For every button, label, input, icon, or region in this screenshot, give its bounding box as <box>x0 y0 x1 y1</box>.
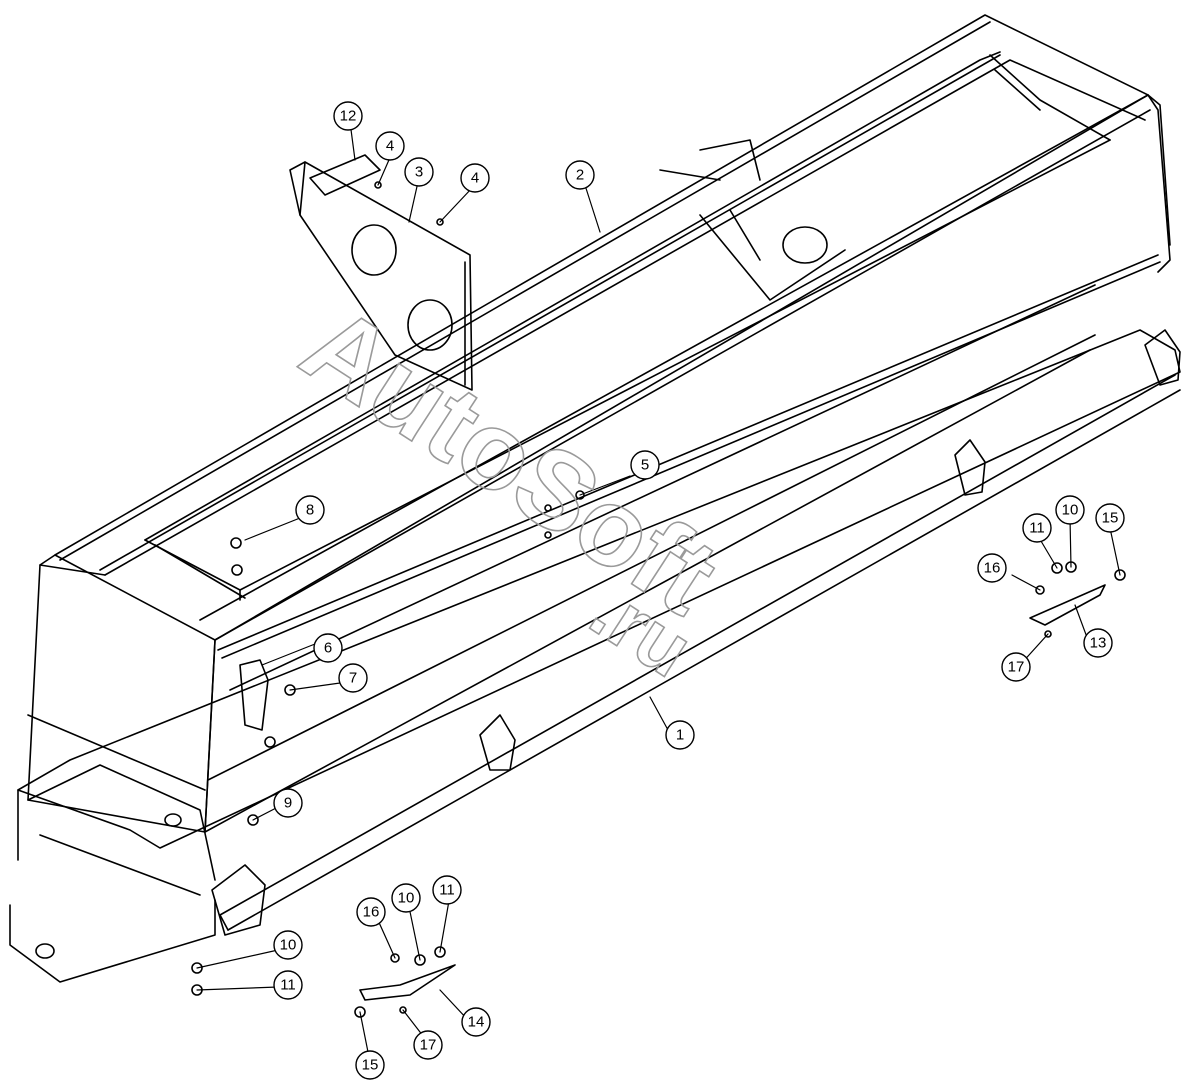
callout-10b: 10 <box>273 930 303 960</box>
callout-4a: 4 <box>375 131 405 161</box>
bracket-13 <box>1029 561 1126 638</box>
callout-11b: 11 <box>273 970 303 1000</box>
callout-10c: 10 <box>391 883 421 913</box>
callout-8: 8 <box>295 495 325 525</box>
svg-text:10: 10 <box>1062 502 1079 519</box>
svg-text:7: 7 <box>349 670 357 687</box>
svg-text:14: 14 <box>468 1014 485 1031</box>
svg-text:15: 15 <box>362 1057 379 1074</box>
callout-12: 12 <box>333 101 363 131</box>
callout-10a: 10 <box>1055 495 1085 525</box>
end-plate <box>289 154 473 391</box>
callout-2: 2 <box>565 160 595 190</box>
svg-text:10: 10 <box>398 890 415 907</box>
callout-16a: 16 <box>977 553 1007 583</box>
support-rail <box>211 329 1181 936</box>
main-box <box>27 14 1171 833</box>
callout-4b: 4 <box>460 163 490 193</box>
svg-text:9: 9 <box>284 795 292 812</box>
svg-text:15: 15 <box>1102 510 1119 527</box>
callout-11c: 11 <box>432 875 462 905</box>
svg-text:3: 3 <box>415 164 423 181</box>
callout-15b: 15 <box>355 1050 385 1080</box>
svg-text:11: 11 <box>1029 520 1045 537</box>
svg-text:2: 2 <box>576 167 584 184</box>
callout-15a: 15 <box>1095 503 1125 533</box>
callout-7: 7 <box>338 663 368 693</box>
svg-text:16: 16 <box>363 904 380 921</box>
svg-text:8: 8 <box>306 502 314 519</box>
callout-9: 9 <box>273 788 303 818</box>
callout-16b: 16 <box>356 897 386 927</box>
bracket-14 <box>354 946 456 1018</box>
callout-6: 6 <box>313 633 343 663</box>
svg-text:13: 13 <box>1090 635 1107 652</box>
callouts: 1 2 3 4 4 5 6 7 8 9 10 10 10 11 11 11 12… <box>273 101 1125 1080</box>
fasteners <box>191 181 585 996</box>
svg-text:11: 11 <box>280 977 296 994</box>
bracket-6 <box>239 659 296 748</box>
svg-text:4: 4 <box>386 138 394 155</box>
svg-text:17: 17 <box>1008 659 1025 676</box>
svg-text:5: 5 <box>641 457 649 474</box>
callout-17b: 17 <box>413 1030 443 1060</box>
callout-5: 5 <box>630 450 660 480</box>
svg-text:12: 12 <box>340 108 357 125</box>
callout-13: 13 <box>1083 628 1113 658</box>
svg-text:6: 6 <box>324 640 332 657</box>
callout-3: 3 <box>404 157 434 187</box>
callout-17a: 17 <box>1001 652 1031 682</box>
svg-text:16: 16 <box>984 560 1001 577</box>
callout-14: 14 <box>461 1007 491 1037</box>
svg-text:4: 4 <box>471 170 479 187</box>
svg-text:11: 11 <box>439 882 455 899</box>
bottom-frame <box>9 329 1181 983</box>
svg-text:17: 17 <box>420 1037 437 1054</box>
svg-text:10: 10 <box>280 937 297 954</box>
callout-1: 1 <box>665 720 695 750</box>
callout-11a: 11 <box>1022 513 1052 543</box>
svg-text:1: 1 <box>676 727 684 744</box>
